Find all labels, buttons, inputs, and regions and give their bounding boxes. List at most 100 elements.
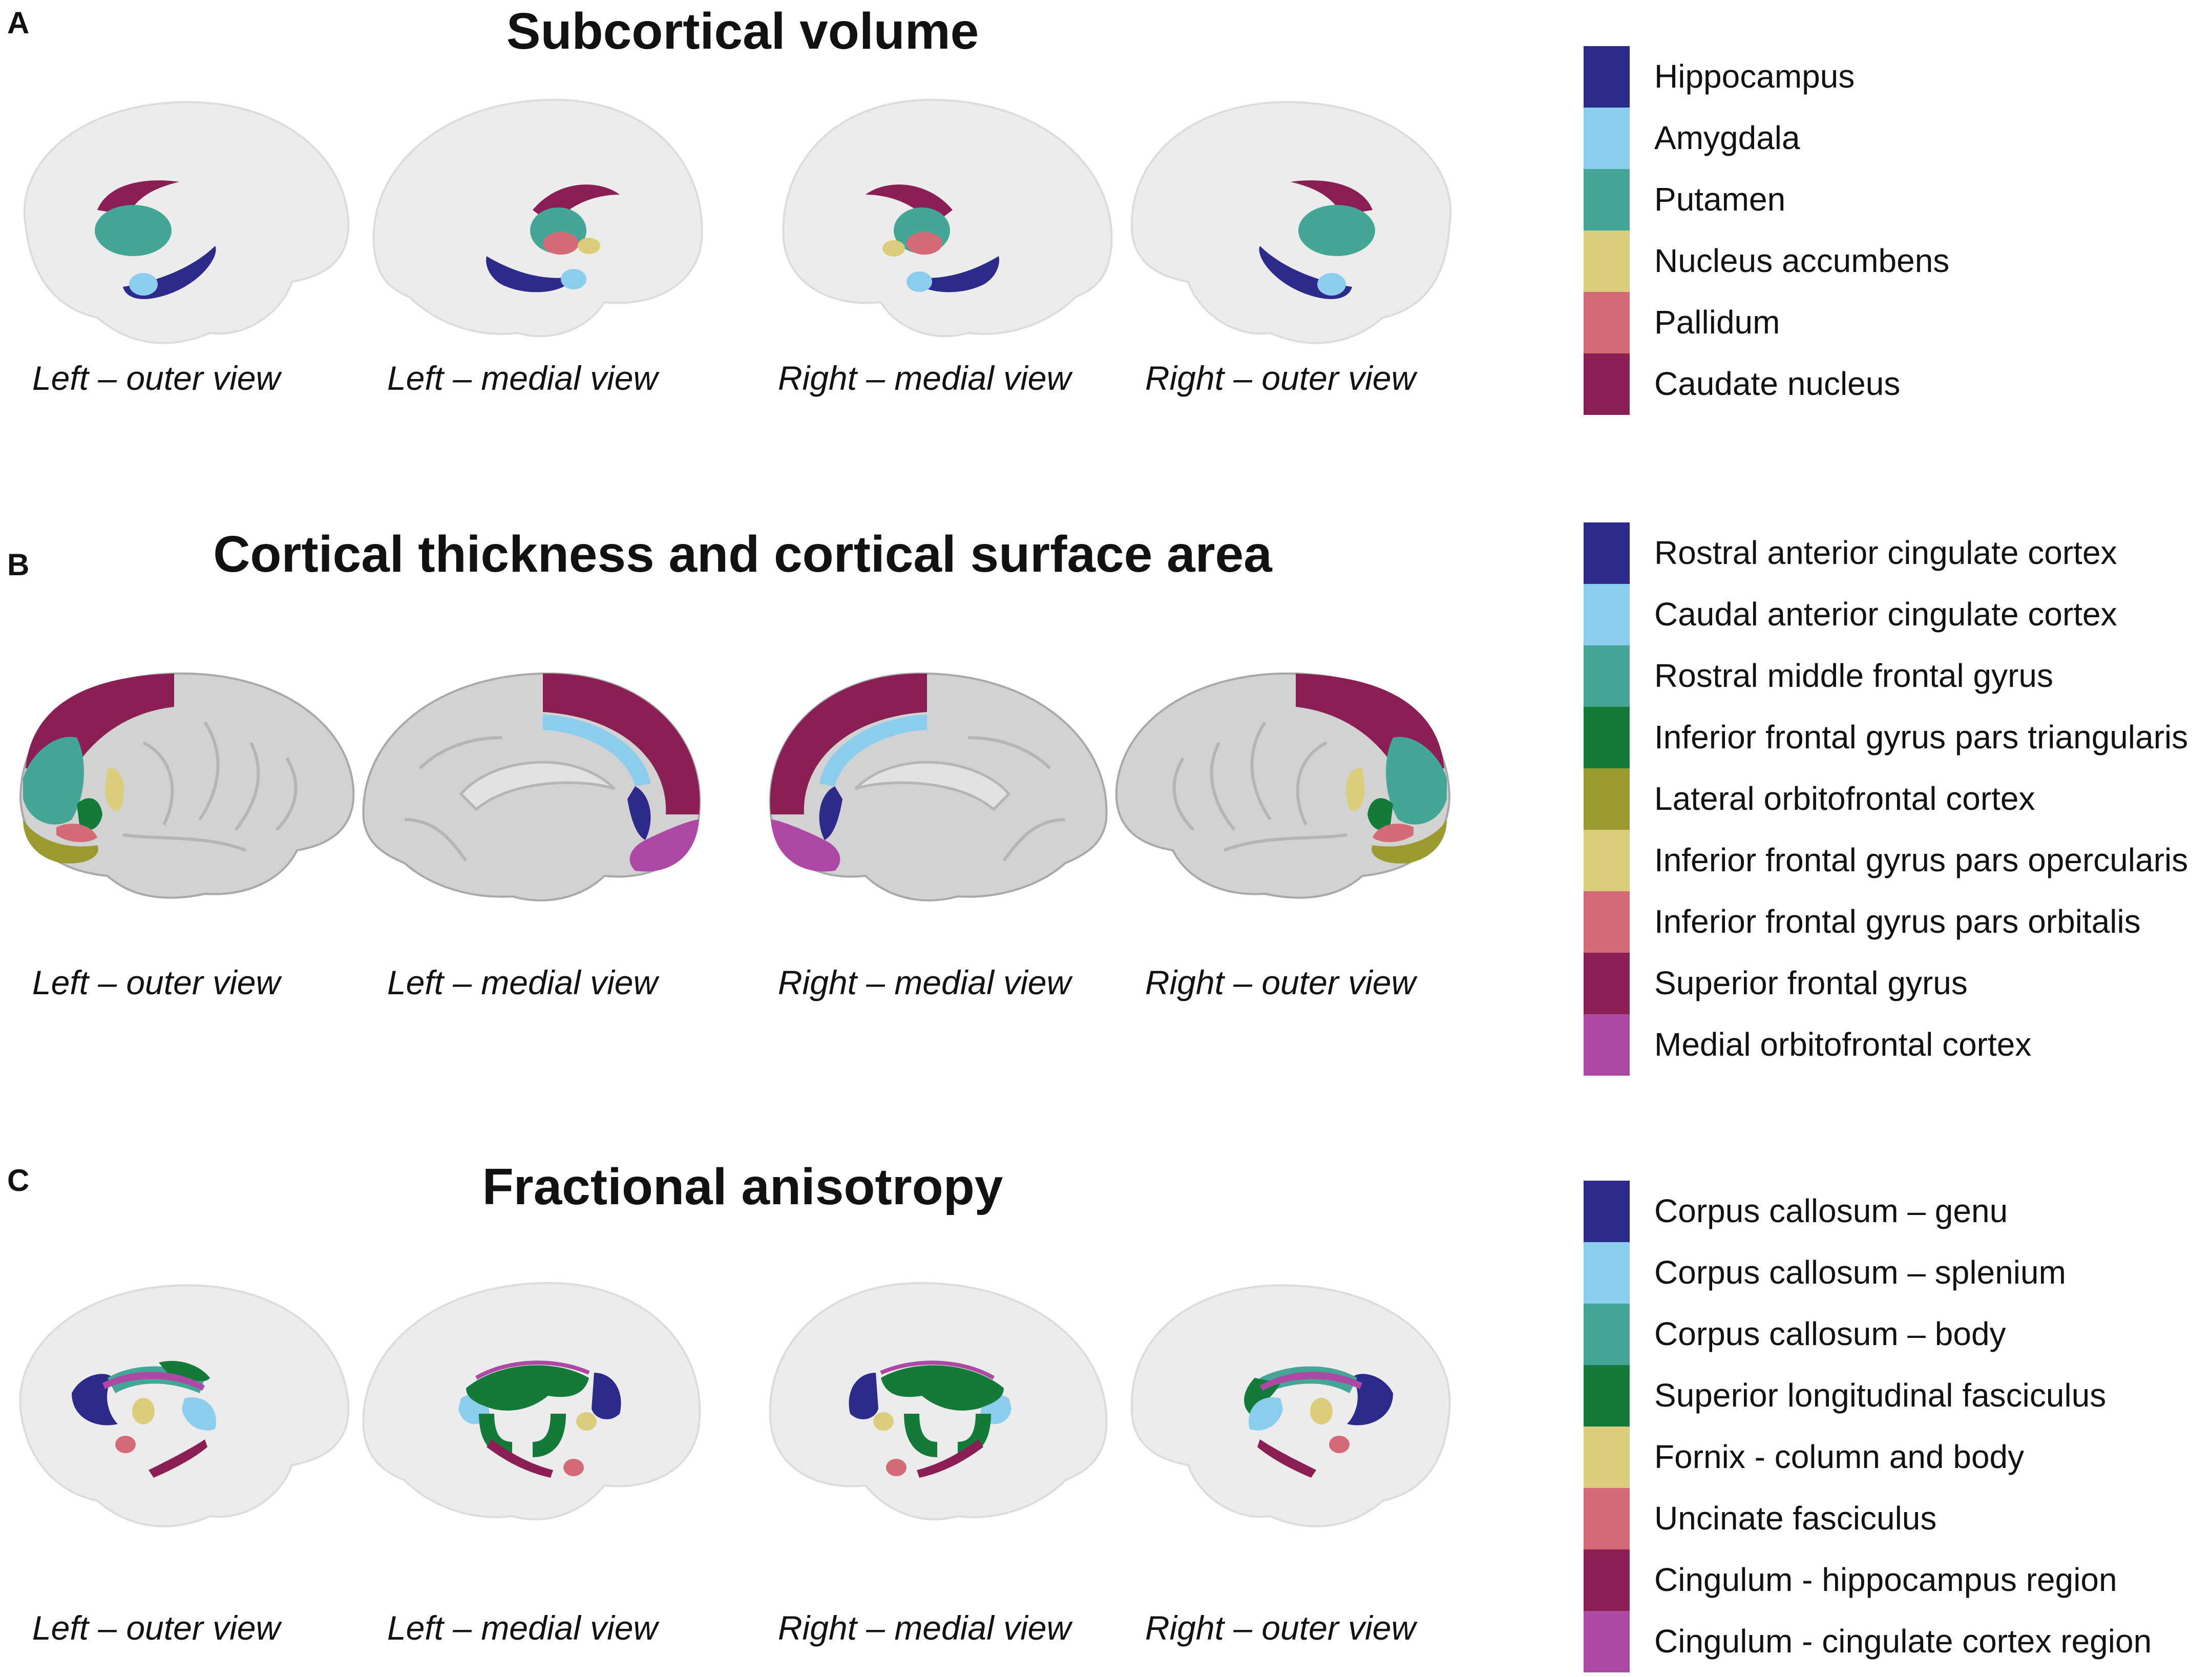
legend-swatch: [1584, 1014, 1630, 1076]
legend-swatch: [1584, 1427, 1630, 1488]
legend-item: Superior longitudinal fasciculus: [1584, 1365, 2208, 1427]
sulci: [122, 721, 298, 852]
pars-triangularis-region: [77, 798, 102, 830]
legend-label: Inferior frontal gyrus pars orbitalis: [1654, 903, 2141, 940]
legend-item: Amygdala: [1584, 108, 2208, 169]
legend-item: Uncinate fasciculus: [1584, 1488, 2208, 1549]
legend-swatch: [1584, 1365, 1630, 1427]
medial-orbitofrontal-region: [771, 820, 840, 872]
panel-letter-c: C: [7, 1163, 30, 1198]
legend-label: Corpus callosum – splenium: [1654, 1254, 2066, 1291]
view-label-right-medial: Right – medial view: [777, 963, 1071, 1001]
uncinate-fasciculus-shape: [115, 1436, 136, 1453]
view-label-right-medial: Right – medial view: [777, 1609, 1071, 1647]
legend-label: Cingulum - hippocampus region: [1654, 1561, 2117, 1598]
body-shape: [1260, 1366, 1357, 1393]
panel-letter-b: B: [7, 548, 30, 582]
uncinate-fasciculus-shape: [886, 1459, 907, 1476]
view-label-left-outer: Left – outer view: [32, 1609, 281, 1647]
cingulate-cingulum-shape: [102, 1372, 205, 1391]
legend-item: Lateral orbitofrontal cortex: [1584, 768, 2208, 830]
legend-swatch: [1584, 953, 1630, 1014]
sulci: [967, 736, 1066, 862]
hippocampus-shape: [912, 256, 999, 292]
brain-left-outer-subcortical: [23, 101, 350, 344]
legend-item: Corpus callosum – genu: [1584, 1181, 2208, 1242]
legend-swatch: [1584, 1488, 1630, 1549]
lateral-orbitofrontal-region: [1372, 820, 1447, 864]
sulci: [1172, 721, 1347, 852]
hippocampal-cingulum-shape: [487, 1439, 553, 1478]
superior-frontal-region: [770, 673, 927, 814]
view-label-left-outer: Left – outer view: [32, 359, 281, 397]
uncinate-fasciculus-shape: [563, 1459, 584, 1476]
legend-item: Caudate nucleus: [1584, 353, 2208, 415]
splenium-shape: [182, 1397, 216, 1431]
legend-swatch: [1584, 169, 1630, 230]
legend-swatch: [1584, 768, 1630, 830]
legend-item: Inferior frontal gyrus pars opercularis: [1584, 830, 2208, 891]
panel-c-title: Fractional anisotropy: [482, 1158, 1003, 1215]
legend-label: Cingulum - cingulate cortex region: [1654, 1623, 2152, 1660]
legend-item: Pallidum: [1584, 292, 2208, 353]
legend-item: Inferior frontal gyrus pars orbitalis: [1584, 891, 2208, 953]
panel-a: A Subcortical volume: [0, 0, 2212, 481]
fornix-shape: [1310, 1398, 1333, 1424]
legend-item: Rostral anterior cingulate cortex: [1584, 522, 2208, 584]
legend-item: Cingulum - hippocampus region: [1584, 1549, 2208, 1611]
pars-opercularis-region: [105, 768, 124, 811]
legend-swatch: [1584, 645, 1630, 707]
splenium-shape: [1249, 1397, 1283, 1431]
panel-c: C Fractional anisotropy: [0, 1117, 2212, 1677]
corpus-callosum-outline: [459, 761, 616, 811]
view-label-right-medial: Right – medial view: [777, 359, 1071, 397]
legend-label: Hippocampus: [1654, 58, 1855, 95]
legend-swatch: [1584, 292, 1630, 353]
cingulate-cingulum-shape: [880, 1360, 995, 1380]
legend-label: Lateral orbitofrontal cortex: [1654, 780, 2035, 817]
legend-label: Amygdala: [1654, 119, 1800, 156]
legend-swatch: [1584, 707, 1630, 768]
legend-swatch: [1584, 1304, 1630, 1365]
pars-orbitalis-region: [56, 823, 97, 843]
lateral-orbitofrontal-region: [23, 820, 98, 864]
putamen-shape: [1298, 205, 1375, 256]
caudal-anterior-cingulate-region: [543, 715, 650, 786]
legend-swatch: [1584, 522, 1630, 584]
legend-label: Caudate nucleus: [1654, 365, 1901, 402]
pallidum-shape: [907, 232, 942, 255]
legend-swatch: [1584, 1181, 1630, 1242]
legend-label: Uncinate fasciculus: [1654, 1500, 1937, 1537]
nucleus-accumbens-shape: [882, 240, 905, 257]
legend-item: Putamen: [1584, 169, 2208, 230]
legend-swatch: [1584, 891, 1630, 953]
nucleus-accumbens-shape: [578, 238, 600, 254]
view-label-left-medial: Left – medial view: [387, 359, 658, 397]
pars-orbitalis-region: [1373, 823, 1414, 843]
caudal-anterior-cingulate-region: [819, 715, 927, 786]
pars-triangularis-region: [1367, 798, 1393, 830]
putamen-shape: [95, 205, 172, 256]
view-label-right-outer: Right – outer view: [1145, 359, 1416, 397]
view-label-left-medial: Left – medial view: [387, 1609, 658, 1647]
pallidum-shape: [543, 232, 579, 255]
view-label-left-outer: Left – outer view: [32, 963, 281, 1001]
legend-label: Inferior frontal gyrus pars triangularis: [1654, 719, 2188, 756]
brain-left-outer-cortical: [19, 672, 355, 899]
medial-orbitofrontal-region: [629, 820, 699, 872]
legend-item: Rostral middle frontal gyrus: [1584, 645, 2208, 707]
legend-swatch: [1584, 46, 1630, 108]
legend-item: Cingulum - cingulate cortex region: [1584, 1611, 2208, 1672]
legend-label: Inferior frontal gyrus pars opercularis: [1654, 842, 2188, 878]
brain-surface: [782, 98, 1113, 338]
hippocampal-cingulum-shape: [917, 1439, 983, 1478]
legend-label: Corpus callosum – genu: [1654, 1192, 2008, 1229]
hippocampus-shape: [486, 256, 574, 292]
brain-right-outer-fa: [1130, 1284, 1451, 1527]
rostral-middle-frontal-region: [1386, 737, 1447, 825]
legend-label: Putamen: [1654, 181, 1786, 218]
brain-surface: [1130, 1284, 1451, 1527]
uncinate-fasciculus-shape: [1329, 1436, 1350, 1453]
legend-label: Pallidum: [1654, 304, 1780, 341]
legend-swatch: [1584, 230, 1630, 292]
